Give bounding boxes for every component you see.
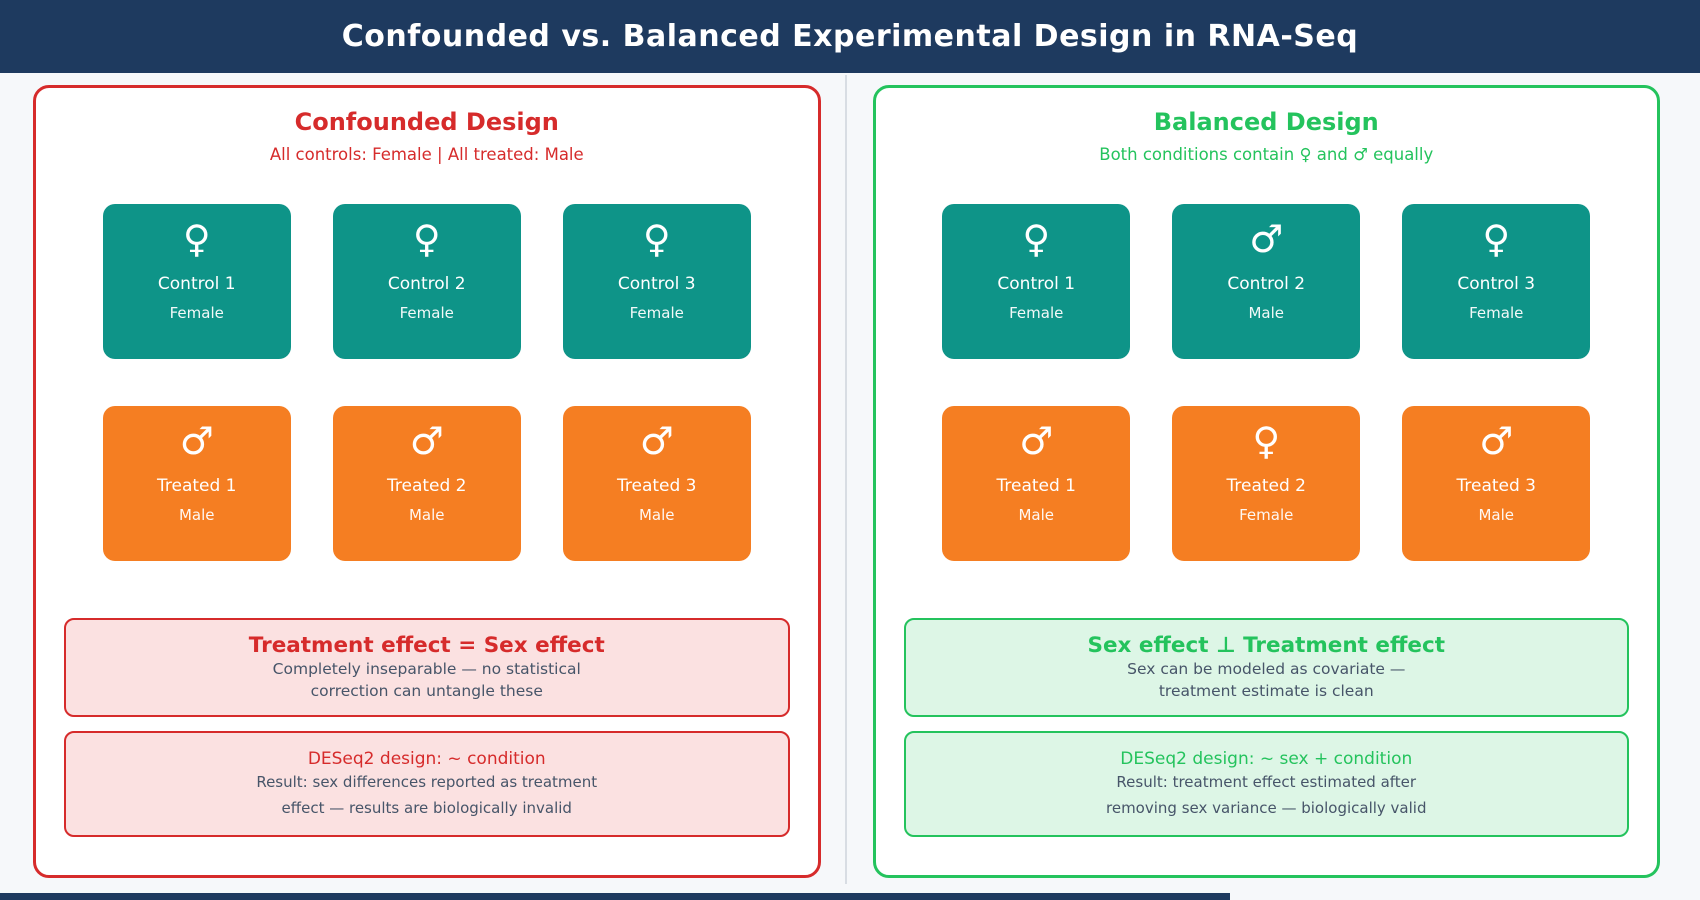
sample-sex-label: Male	[178, 505, 215, 524]
female-icon: ♀	[642, 217, 671, 261]
card-treated-2: ♂ Treated 2 Male	[332, 406, 521, 561]
panels-container: Confounded Design All controls: Female |…	[0, 73, 1700, 878]
effect-box-line: correction can untangle these	[310, 682, 543, 700]
bottom-accent-bar	[0, 893, 1230, 900]
confounded-controls-row: ♀ Control 1 Female ♀ Control 2 Female ♀ …	[36, 204, 818, 359]
confounded-treated-row: ♂ Treated 1 Male ♂ Treated 2 Male ♂ Trea…	[36, 406, 818, 561]
card-control-1: ♀ Control 1 Female	[942, 204, 1131, 359]
female-icon: ♀	[1022, 217, 1051, 261]
female-icon: ♀	[1482, 217, 1511, 261]
sample-sex-label: Female	[399, 303, 454, 322]
sample-name: Treated 1	[996, 475, 1076, 496]
effect-box-title: Sex effect ⊥ Treatment effect	[1087, 633, 1446, 658]
card-treated-3: ♂ Treated 3 Male	[562, 406, 751, 561]
card-control-1: ♀ Control 1 Female	[102, 204, 291, 359]
sample-sex-label: Male	[1478, 505, 1515, 524]
confounded-panel-title: Confounded Design	[294, 108, 559, 136]
sample-name: Treated 1	[156, 475, 237, 496]
card-control-2: ♀ Control 2 Female	[332, 204, 521, 359]
sample-name: Control 1	[997, 273, 1076, 294]
page-title: Confounded vs. Balanced Experimental Des…	[341, 19, 1359, 54]
design-box-line: Result: sex differences reported as trea…	[256, 773, 598, 791]
confounded-panel: Confounded Design All controls: Female |…	[33, 85, 821, 878]
sample-name: Control 2	[1227, 273, 1306, 294]
confounded-design-box: DESeq2 design: ~ condition Result: sex d…	[64, 731, 790, 837]
male-icon: ♂	[1479, 419, 1514, 463]
card-control-3: ♀ Control 3 Female	[562, 204, 751, 359]
sample-sex-label: Female	[629, 303, 684, 322]
card-control-2: ♂ Control 2 Male	[1172, 204, 1361, 359]
effect-box-line: Sex can be modeled as covariate —	[1127, 660, 1406, 678]
design-box-title: DESeq2 design: ~ sex + condition	[1120, 749, 1413, 769]
sample-name: Treated 2	[386, 475, 467, 496]
balanced-treated-row: ♂ Treated 1 Male ♀ Treated 2 Female ♂ Tr…	[876, 406, 1658, 561]
sample-sex-label: Female	[1469, 303, 1524, 322]
female-icon: ♀	[182, 217, 211, 261]
design-box-line: removing sex variance — biologically val…	[1106, 799, 1427, 818]
effect-box-title: Treatment effect = Sex effect	[248, 633, 605, 658]
effect-box-line: Completely inseparable — no statistical	[272, 660, 581, 678]
female-icon: ♀	[1252, 419, 1281, 463]
sample-name: Treated 3	[616, 475, 697, 496]
balanced-panel-subtitle: Both conditions contain ♀ and ♂ equally	[1099, 145, 1434, 164]
male-icon: ♂	[179, 419, 214, 463]
sample-sex-label: Male	[1248, 303, 1285, 322]
female-icon: ♀	[412, 217, 441, 261]
male-icon: ♂	[1019, 419, 1054, 463]
male-icon: ♂	[409, 419, 444, 463]
card-treated-2: ♀ Treated 2 Female	[1172, 406, 1361, 561]
balanced-design-box: DESeq2 design: ~ sex + condition Result:…	[903, 731, 1629, 837]
sample-name: Control 3	[1457, 273, 1536, 294]
balanced-panel: Balanced Design Both conditions contain …	[872, 85, 1660, 878]
sample-sex-label: Male	[638, 505, 675, 524]
sample-name: Control 1	[157, 273, 236, 294]
main-area: Confounded Design All controls: Female |…	[0, 73, 1700, 893]
card-treated-3: ♂ Treated 3 Male	[1402, 406, 1591, 561]
design-box-line: effect — results are biologically invali…	[281, 799, 572, 818]
sample-name: Treated 2	[1226, 475, 1306, 496]
sample-sex-label: Female	[1239, 505, 1294, 524]
panel-divider	[845, 75, 847, 884]
balanced-effect-box: Sex effect ⊥ Treatment effect Sex can be…	[903, 618, 1629, 717]
balanced-controls-row: ♀ Control 1 Female ♂ Control 2 Male ♀ Co…	[876, 204, 1658, 359]
design-box-title: DESeq2 design: ~ condition	[307, 749, 546, 769]
design-box-line: Result: treatment effect estimated after	[1116, 773, 1417, 791]
confounded-effect-box: Treatment effect = Sex effect Completely…	[64, 618, 790, 717]
male-icon: ♂	[1249, 217, 1284, 261]
confounded-panel-subtitle: All controls: Female | All treated: Male	[269, 145, 584, 164]
effect-box-line: treatment estimate is clean	[1158, 682, 1374, 700]
balanced-panel-title: Balanced Design	[1153, 108, 1379, 136]
card-treated-1: ♂ Treated 1 Male	[942, 406, 1131, 561]
sample-sex-label: Female	[1009, 303, 1064, 322]
sample-sex-label: Male	[408, 505, 445, 524]
sample-name: Control 3	[617, 273, 696, 294]
card-control-3: ♀ Control 3 Female	[1402, 204, 1591, 359]
sample-sex-label: Female	[169, 303, 224, 322]
sample-sex-label: Male	[1018, 505, 1055, 524]
male-icon: ♂	[639, 419, 674, 463]
header-bar: Confounded vs. Balanced Experimental Des…	[0, 0, 1700, 73]
sample-name: Treated 3	[1456, 475, 1536, 496]
card-treated-1: ♂ Treated 1 Male	[102, 406, 291, 561]
sample-name: Control 2	[387, 273, 466, 294]
